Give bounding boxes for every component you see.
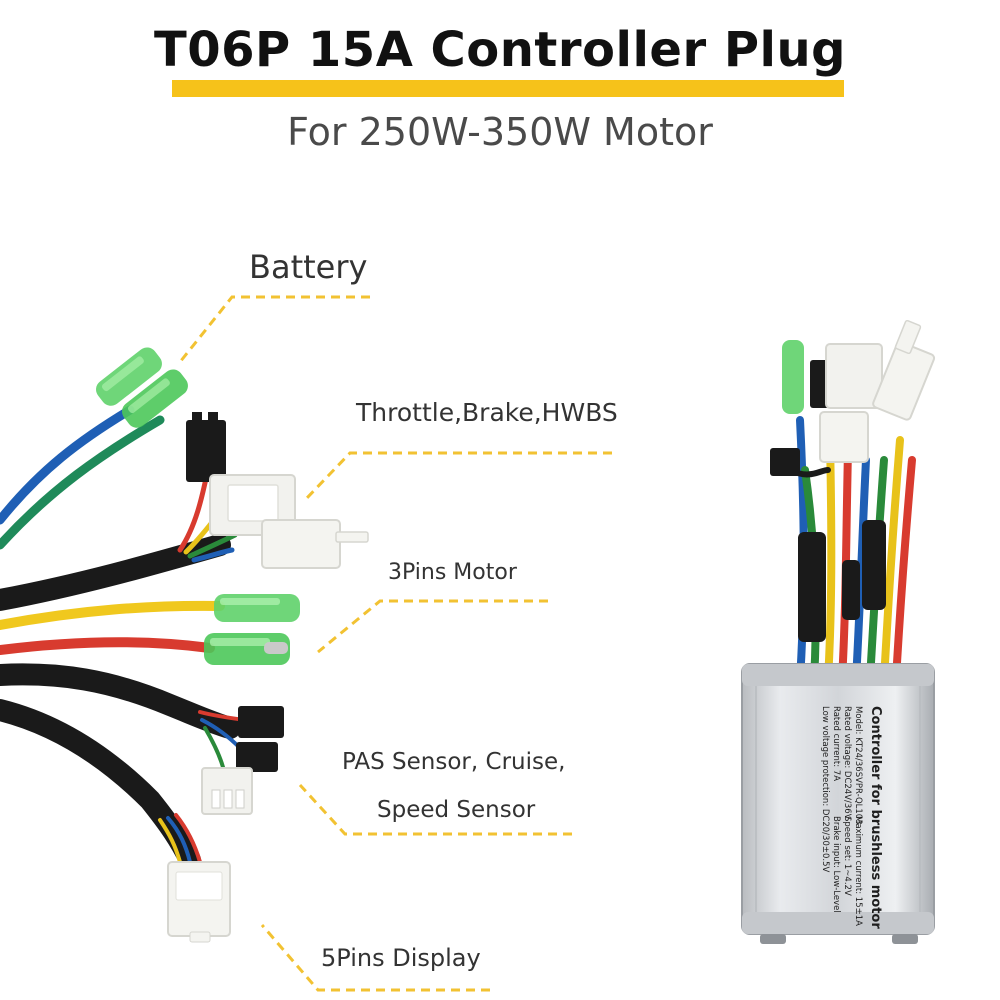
motor-connectors	[204, 594, 300, 665]
pas-callout-line	[298, 783, 572, 836]
controller-low-voltage: Low voltage protection: DC20/30±0.5V	[820, 706, 830, 873]
motor-callout-line	[317, 599, 548, 654]
controller-label-title: Controller for brushless motor	[868, 706, 883, 929]
controller-rated-current: Rated current: 7A	[831, 706, 841, 781]
throttle-callout-line	[303, 451, 612, 502]
controller-speed-set: Speed set: 1~4.2V	[842, 816, 852, 896]
display-connector	[167, 861, 231, 943]
battery-callout-line	[178, 295, 370, 363]
title-block: T06P 15A Controller Plug	[0, 0, 1000, 110]
label-battery: Battery	[249, 248, 368, 286]
controller-unit: Controller for brushless motor Model: KT…	[741, 319, 936, 944]
label-3pins-motor: 3Pins Motor	[388, 560, 517, 585]
pas-connectors	[201, 706, 284, 815]
display-callout-line	[260, 924, 490, 992]
label-5pins-display: 5Pins Display	[321, 944, 481, 972]
page-title: T06P 15A Controller Plug	[153, 22, 847, 78]
throttle-connectors	[186, 412, 369, 569]
title-underline-bar	[172, 80, 844, 97]
callout-lines	[178, 295, 612, 992]
label-pas-sensor-cruise: PAS Sensor, Cruise,	[342, 749, 566, 775]
page-subtitle: For 250W-350W Motor	[287, 110, 713, 154]
controller-rated-voltage: Rated voltage: DC24V/36V	[842, 706, 852, 820]
controller-model: Model: KT24/36SVPR-QL103	[853, 706, 863, 825]
battery-connectors	[96, 347, 188, 428]
controller-brake-input: Brake input: Low-Level	[831, 816, 841, 913]
controller-max-current: Maximum current: 15±1A	[853, 816, 863, 926]
label-throttle-brake-hwbs: Throttle,Brake,HWBS	[356, 398, 618, 427]
label-speed-sensor: Speed Sensor	[377, 797, 536, 823]
